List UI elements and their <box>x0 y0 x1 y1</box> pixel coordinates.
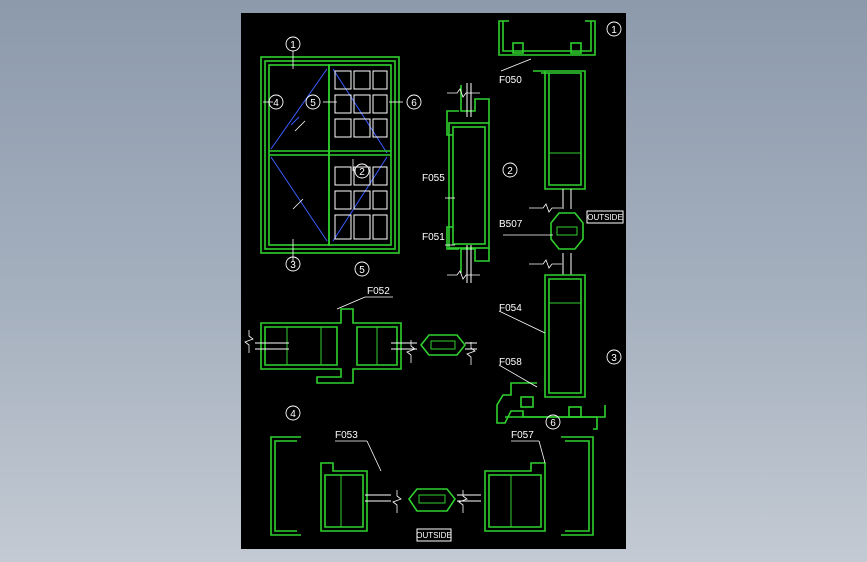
label-f055: F055 <box>422 173 445 184</box>
section-4-marker: 4 <box>290 409 296 420</box>
label-f058: F058 <box>499 357 522 368</box>
callout-5-elevation: 5 <box>310 98 316 109</box>
section-6-jamb: F057 6 <box>484 414 594 536</box>
window-detail-drawing: 1 4 5 6 2 3 5 4 2 F055 F051 <box>244 20 624 542</box>
section-2-mullion: 2 F055 F051 <box>422 83 518 283</box>
window-muntin-grid <box>329 70 391 240</box>
outside-tag-right: OUTSIDE <box>587 213 623 222</box>
section-1-head: F050 1 <box>498 20 622 190</box>
label-f053: F053 <box>335 430 358 441</box>
label-f051: F051 <box>422 232 445 243</box>
elevation-callouts: 1 4 5 6 2 3 5 4 <box>268 36 422 421</box>
cad-drawing-sheet: 1 4 5 6 2 3 5 4 2 F055 F051 <box>241 13 626 549</box>
callout-4-elevation: 4 <box>273 98 279 109</box>
callout-6-elevation: 6 <box>411 98 417 109</box>
label-f050: F050 <box>499 75 522 86</box>
section-5-marker: 5 <box>359 265 365 276</box>
section-4-jamb: F053 <box>270 430 391 536</box>
label-f054: F054 <box>499 303 522 314</box>
section-6-marker: 6 <box>550 418 556 429</box>
callout-3-elevation: 3 <box>290 260 296 271</box>
section-3-marker: 3 <box>611 353 617 364</box>
callout-1-elevation: 1 <box>290 40 296 51</box>
section-2-marker: 2 <box>507 166 513 177</box>
label-f052: F052 <box>367 286 390 297</box>
callout-2-elevation: 2 <box>359 167 365 178</box>
glazing-bead-b507: B507 OUTSIDE <box>499 189 624 275</box>
window-elevation <box>260 51 403 261</box>
section-3-sill: F054 F058 3 <box>496 274 622 430</box>
label-f057: F057 <box>511 430 534 441</box>
section-bottom-bead: OUTSIDE <box>392 488 481 542</box>
section-5-interlock: F052 <box>244 286 477 384</box>
label-b507: B507 <box>499 219 523 230</box>
outside-tag-bottom: OUTSIDE <box>416 531 452 540</box>
section-1-marker: 1 <box>611 25 617 36</box>
